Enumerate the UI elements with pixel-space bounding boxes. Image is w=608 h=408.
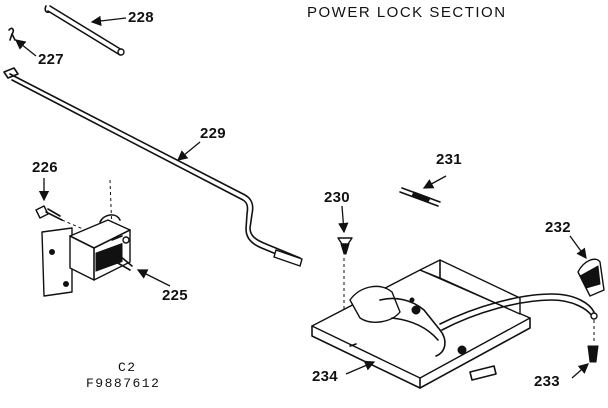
part-230-rivet <box>337 237 353 255</box>
part-229-connecting-rod <box>9 73 303 267</box>
leader-227 <box>14 39 37 57</box>
leader-229 <box>176 141 201 161</box>
callout-234: 234 <box>312 368 338 385</box>
part-234-base-plate <box>311 259 531 389</box>
callout-229: 229 <box>200 125 226 142</box>
part-226-screw <box>35 205 63 221</box>
part-227-clip <box>8 27 16 41</box>
leader-230 <box>338 205 349 234</box>
leader-233 <box>571 363 589 379</box>
callout-232: 232 <box>545 219 571 236</box>
callout-227: 227 <box>38 51 64 68</box>
part-225-actuator <box>41 214 133 297</box>
figure-number: F9887612 <box>86 376 160 391</box>
part-228-rod <box>44 5 125 56</box>
callout-228: 228 <box>128 9 154 26</box>
part-231-link <box>399 187 441 207</box>
callout-226: 226 <box>32 159 58 176</box>
leader-225 <box>136 269 171 287</box>
leader-234 <box>345 360 376 375</box>
callout-231: 231 <box>436 151 462 168</box>
leader-231 <box>422 175 447 189</box>
part-rod-pivot <box>3 67 19 79</box>
callout-230: 230 <box>324 189 350 206</box>
callout-233: 233 <box>534 373 560 390</box>
leader-228 <box>90 15 127 27</box>
leader-232 <box>569 235 587 260</box>
callout-225: 225 <box>162 287 188 304</box>
part-232-lever <box>439 258 605 331</box>
diagram-title: POWER LOCK SECTION <box>307 4 507 21</box>
part-233-screw <box>587 345 599 363</box>
figure-code: C2 <box>118 360 137 375</box>
